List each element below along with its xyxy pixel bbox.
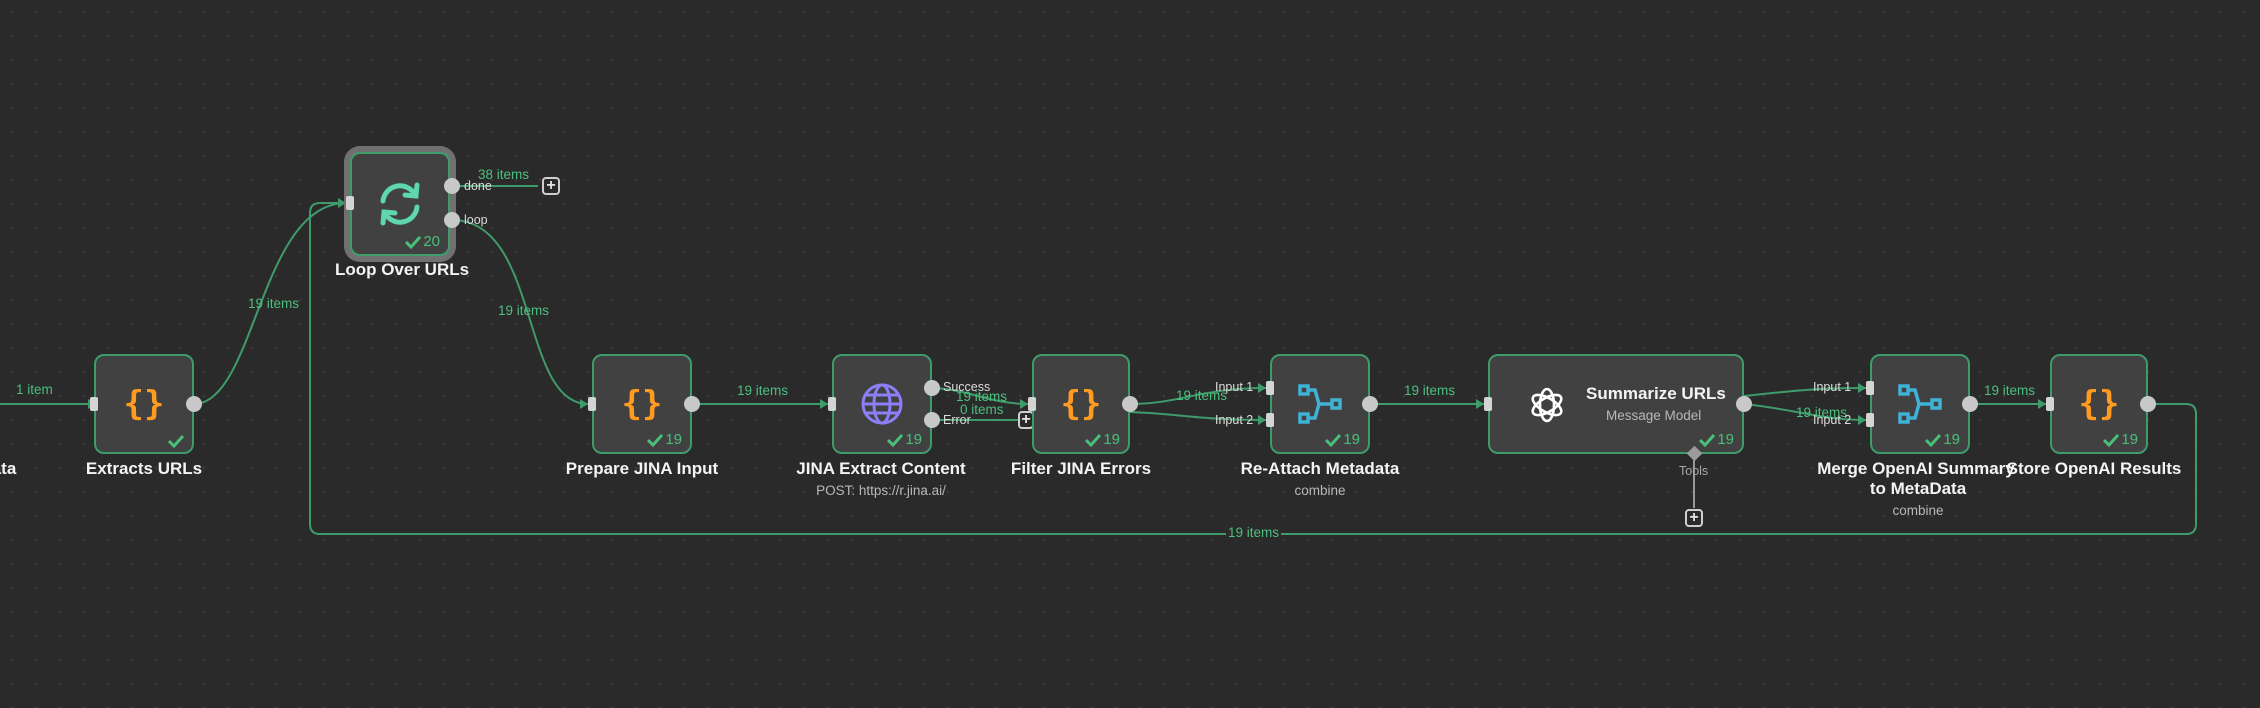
success-count: 19: [1699, 431, 1734, 448]
node-title-summarize: Summarize URLs: [1586, 384, 1726, 403]
svg-text:{}: {}: [1061, 384, 1102, 424]
edge-label-filter-to-reattach: 19 items: [1176, 388, 1228, 403]
code-braces-icon: {}: [619, 381, 665, 427]
edge-label-loop-done: 38 items: [478, 167, 530, 182]
output-handle-merge[interactable]: [1962, 396, 1978, 412]
port-label-input-1: Input 1: [1215, 380, 1254, 394]
openai-icon: [1526, 384, 1568, 431]
edge-label-prepare-to-jina: 19 items: [737, 383, 789, 398]
output-handle-filter-jina[interactable]: [1122, 396, 1138, 412]
port-label-success: Success: [943, 380, 991, 394]
edge-label-reattach-to-summarize: 19 items: [1404, 383, 1456, 398]
globe-icon: [859, 381, 905, 427]
success-count: 19: [2103, 431, 2138, 448]
edge-label-jina-error: 0 items: [960, 402, 1004, 417]
node-subtitle-summarize: Message Model: [1606, 408, 1702, 423]
input-handle-store[interactable]: [2046, 397, 2054, 411]
node-subtitle-reattach: combine: [1294, 483, 1346, 498]
code-braces-icon: {}: [121, 381, 167, 427]
edge-label-prev-to-extract: 1 item: [16, 382, 53, 397]
node-title-jina-extract: JINA Extract Content: [796, 459, 966, 478]
output-handle-jina-success[interactable]: [924, 380, 940, 396]
node-title-prepare-jina: Prepare JINA Input: [565, 459, 719, 478]
output-handle-summarize[interactable]: [1736, 396, 1752, 412]
edge-jina-success-to-filter: [929, 387, 1029, 405]
success-count: 19: [1325, 431, 1360, 448]
edge-filter-to-reattach-1: [1129, 387, 1267, 405]
input-handle-extracts-urls[interactable]: [90, 397, 98, 411]
node-title-merge-line1: Merge OpenAI Summary: [1817, 459, 2015, 478]
success-check-icon: [168, 434, 184, 448]
input-handle-reattach-1[interactable]: [1266, 381, 1274, 395]
port-label-tools: Tools: [1679, 464, 1709, 478]
node-subtitle-jina-extract: POST: https://r.jina.ai/: [816, 483, 946, 498]
edge-label-extract-to-loop: 19 items: [248, 296, 300, 311]
node-title-reattach: Re-Attach Metadata: [1240, 459, 1400, 478]
node-filter-jina-errors[interactable]: {} 19: [1032, 354, 1130, 454]
edge-label-store-to-loop: 19 items: [1226, 525, 1282, 540]
edge-label-merge-to-store: 19 items: [1984, 383, 2036, 398]
success-count: 19: [1085, 431, 1120, 448]
output-handle-prepare-jina[interactable]: [684, 396, 700, 412]
port-label-error: Error: [943, 413, 971, 427]
node-title-loop: Loop Over URLs: [334, 260, 470, 279]
edge-loop-to-prepare: [451, 219, 589, 405]
node-extracts-urls[interactable]: {}: [94, 354, 194, 454]
node-loop-over-urls[interactable]: 20: [350, 152, 450, 256]
input-handle-summarize[interactable]: [1484, 397, 1492, 411]
node-title-filter-jina: Filter JINA Errors: [1010, 459, 1152, 478]
add-tool-button[interactable]: +: [1685, 509, 1703, 527]
node-title-store: Store OpenAI Results: [2006, 459, 2182, 478]
input-handle-jina-extract[interactable]: [828, 397, 836, 411]
svg-text:{}: {}: [2079, 384, 2120, 424]
svg-text:{}: {}: [622, 384, 663, 424]
node-prepare-jina-input[interactable]: {} 19: [592, 354, 692, 454]
output-handle-loop-loop[interactable]: [444, 212, 460, 228]
edge-label-summarize-to-merge: 19 items: [1796, 405, 1848, 420]
input-handle-filter-jina[interactable]: [1028, 397, 1036, 411]
input-handle-loop[interactable]: [346, 196, 354, 210]
port-label-input-2: Input 2: [1813, 413, 1852, 427]
node-subtitle-merge: combine: [1892, 503, 1944, 518]
input-handle-reattach-2[interactable]: [1266, 413, 1274, 427]
node-title-extracts-urls: Extracts URLs: [85, 459, 203, 478]
edge-label-jina-success: 19 items: [956, 389, 1008, 404]
output-handle-store[interactable]: [2140, 396, 2156, 412]
output-handle-loop-done[interactable]: [444, 178, 460, 194]
input-handle-prepare-jina[interactable]: [588, 397, 596, 411]
output-handle-jina-error[interactable]: [924, 412, 940, 428]
edge-summarize-to-merge-2: [1743, 403, 1867, 421]
edge-extract-to-loop: [193, 202, 347, 405]
output-handle-extracts-urls[interactable]: [186, 396, 202, 412]
code-braces-icon: {}: [2076, 381, 2122, 427]
port-label-input-2: Input 2: [1215, 413, 1254, 427]
node-title-prev: ata: [0, 459, 17, 478]
svg-text:{}: {}: [124, 384, 165, 424]
node-store-openai-results[interactable]: {} 19: [2050, 354, 2148, 454]
node-jina-extract-content[interactable]: 19: [832, 354, 932, 454]
edge-summarize-to-merge-1: [1743, 387, 1867, 397]
port-label-loop: loop: [464, 213, 488, 227]
edge-filter-to-reattach-2: [1129, 411, 1267, 421]
node-reattach-metadata[interactable]: 19: [1270, 354, 1370, 454]
edge-label-loop-to-prepare: 19 items: [498, 303, 550, 318]
port-label-input-1: Input 1: [1813, 380, 1852, 394]
node-merge-openai-summary[interactable]: 19: [1870, 354, 1970, 454]
node-title-merge-line2: to MetaData: [1869, 479, 1967, 498]
input-handle-merge-1[interactable]: [1866, 381, 1874, 395]
merge-icon: [1897, 381, 1943, 427]
code-braces-icon: {}: [1058, 381, 1104, 427]
node-summarize-urls[interactable]: Summarize URLs Message Model 19: [1488, 354, 1744, 454]
add-node-button[interactable]: +: [542, 177, 560, 195]
loop-arrows-icon: [375, 179, 425, 229]
port-label-done: done: [464, 179, 492, 193]
success-count: 19: [887, 431, 922, 448]
success-count: 19: [647, 431, 682, 448]
input-handle-merge-2[interactable]: [1866, 413, 1874, 427]
merge-icon: [1297, 381, 1343, 427]
output-handle-reattach[interactable]: [1362, 396, 1378, 412]
success-count: 20: [405, 233, 440, 250]
success-count: 19: [1925, 431, 1960, 448]
